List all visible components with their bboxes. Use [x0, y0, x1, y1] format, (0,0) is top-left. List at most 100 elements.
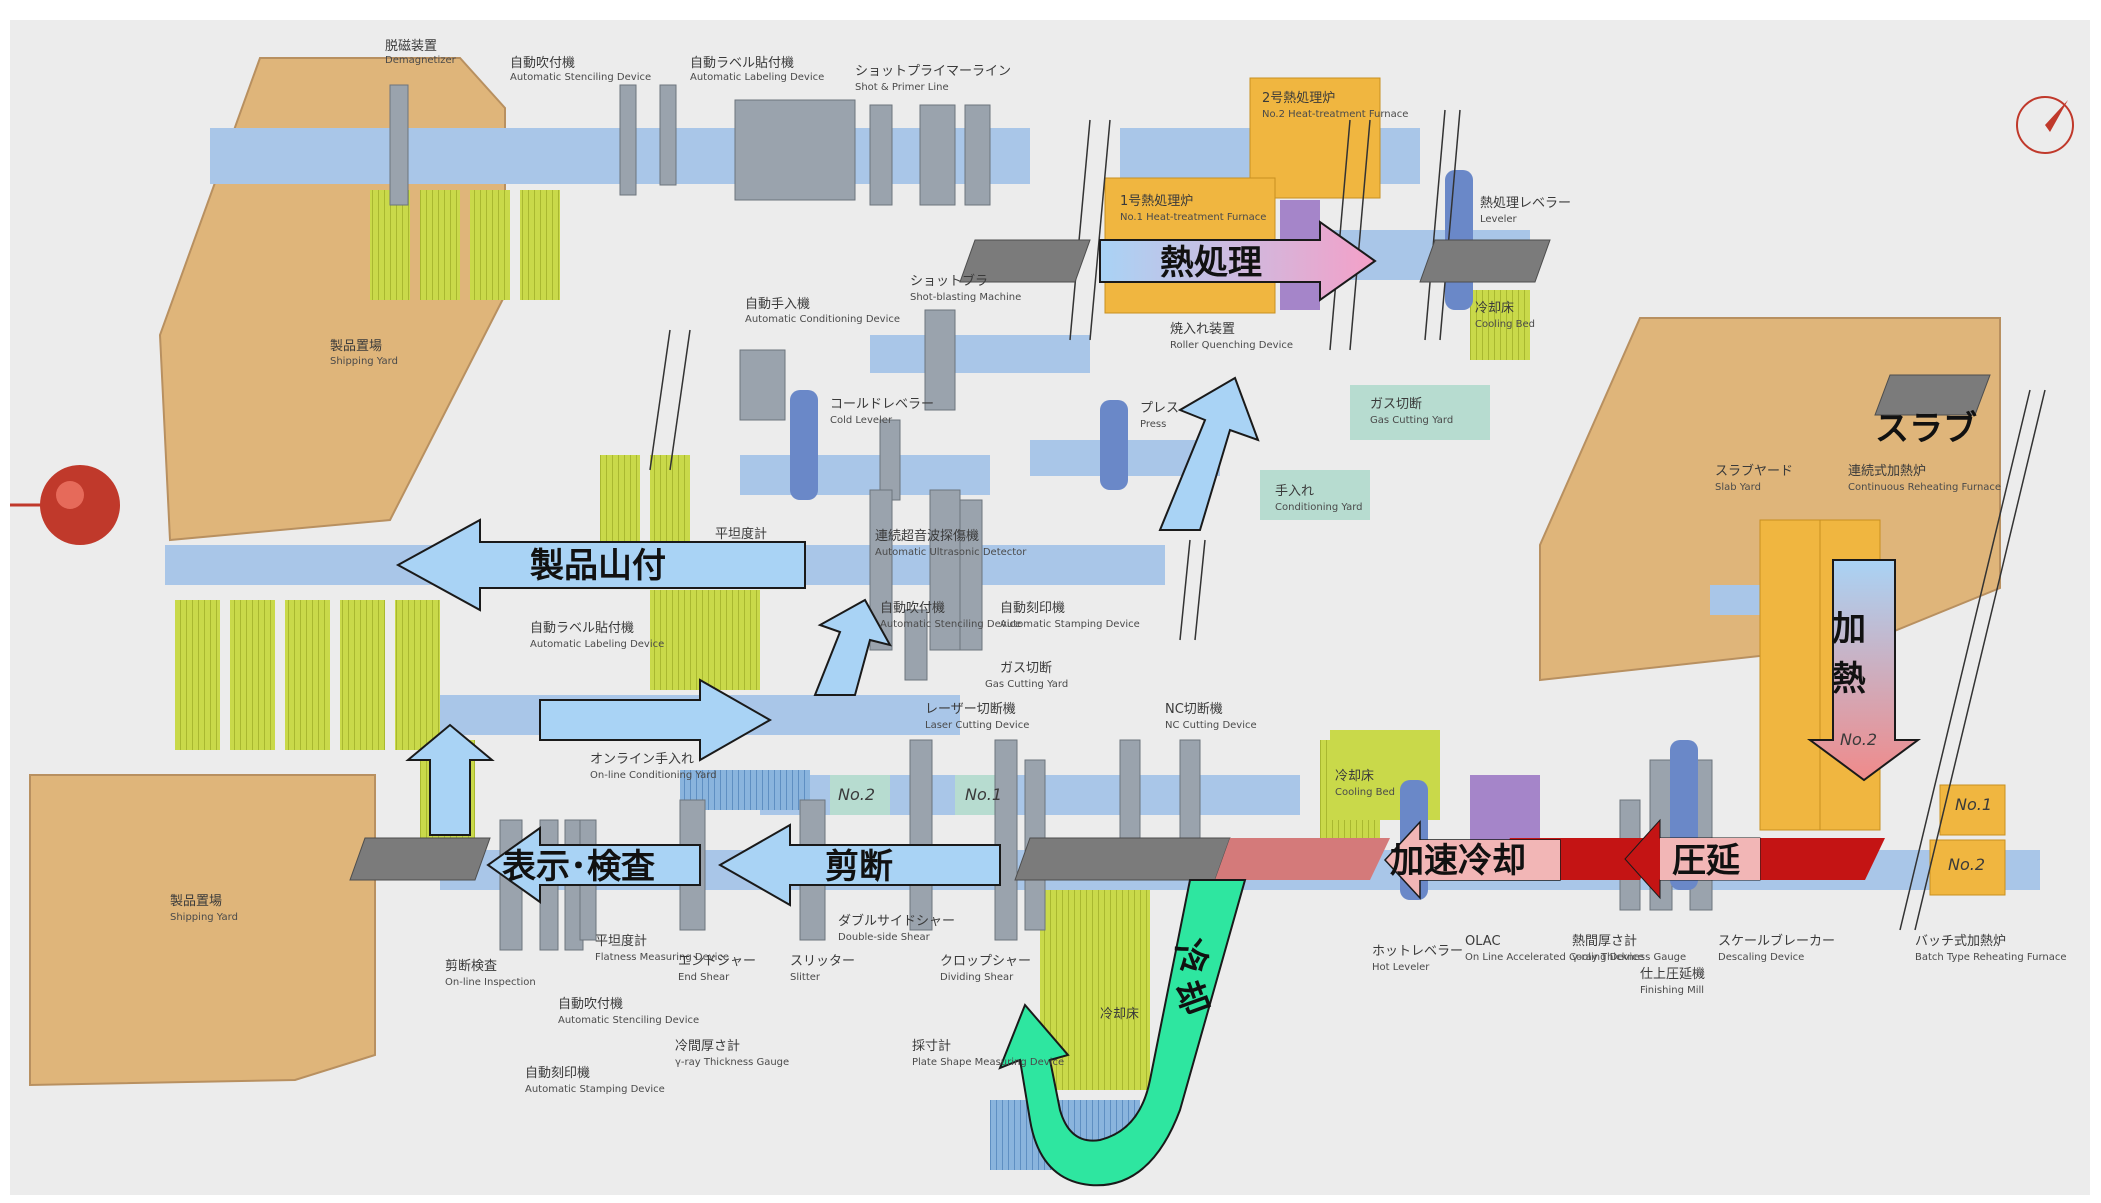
lbl-cooling-bed-bottom: 冷却床 [1100, 1007, 1139, 1022]
lbl-slitter: スリッター [790, 954, 855, 969]
lbl-ultrasonic: 連続超音波探傷機 [875, 528, 979, 544]
lbl-flatness-mid: 平坦度計 [715, 526, 767, 542]
lbl-heat-furnace-2: 2号熱処理炉 [1262, 91, 1335, 106]
lbl-double-side-shear: ダブルサイドシャー [838, 913, 955, 929]
lbl-auto-stamp-mid: 自動刻印機 [1000, 601, 1065, 616]
lbl-descaling-en: Descaling Device [1718, 952, 1804, 963]
lbl-auto-stencil-mid: 自動吹付機 [880, 601, 945, 616]
lbl-online-conditioning: オンライン手入れ [590, 752, 694, 767]
lbl-gamma-gauge-cold-en: γ-ray Thickness Gauge [675, 1057, 789, 1068]
lbl-gas-cutting-mid: ガス切断 [1000, 661, 1052, 676]
lbl-press-en: Press [1140, 419, 1166, 430]
lbl-roller-quenching: 焼入れ装置 [1170, 322, 1235, 337]
lbl-auto-label-top-en: Automatic Labeling Device [690, 72, 824, 83]
lbl-shipping-yard-top-en: Shipping Yard [330, 356, 398, 367]
lbl-cold-leveler: コールドレベラー [830, 397, 934, 412]
lbl-shot-primer-en: Shot & Primer Line [855, 82, 949, 93]
lbl-nc-cutting: NC切断機 [1165, 702, 1223, 717]
lbl-end-shear: エンドシャー [678, 954, 756, 969]
lbl-conditioning-yard: 手入れ [1275, 484, 1314, 499]
lbl-heat-furnace-2-en: No.2 Heat-treatment Furnace [1262, 109, 1408, 120]
flow-label-marking-inspection: 表示･検査 [502, 847, 655, 887]
marker-furnace-no1: No.1 [1955, 795, 1992, 814]
lbl-cooling-bed-hot: 冷却床 [1335, 769, 1374, 784]
lbl-demagnetizer: 脱磁装置 [385, 39, 437, 54]
lbl-cooling-bed-hot-en: Cooling Bed [1335, 787, 1395, 798]
lbl-dividing-shear: クロップシャー [940, 954, 1031, 969]
hot-slab-roll-b [1740, 838, 1885, 880]
hot-slab-accel [1215, 838, 1390, 880]
lbl-online-conditioning-en: On-line Conditioning Yard [590, 770, 717, 781]
lbl-auto-label-mid: 自動ラベル貼付機 [530, 621, 634, 636]
lbl-ultrasonic-en: Automatic Ultrasonic Detector [875, 547, 1027, 558]
lbl-auto-conditioning-en: Automatic Conditioning Device [745, 314, 900, 325]
shipping-yard-bottom [30, 775, 375, 1085]
lbl-auto-stencil-top-en: Automatic Stenciling Device [510, 72, 651, 83]
lbl-shipping-yard-top: 製品置場 [330, 339, 382, 354]
lbl-slitter-en: Slitter [790, 972, 821, 983]
lbl-online-inspection-en: On-line Inspection [445, 977, 536, 988]
slab-block-cooling [1015, 838, 1230, 880]
lbl-gas-cutting-yard: ガス切断 [1370, 397, 1422, 412]
flow-label-heating-1: 加 [1832, 609, 1866, 649]
lbl-shipping-yard-bottom: 製品置場 [170, 894, 222, 909]
lbl-hot-leveler-en: Hot Leveler [1372, 962, 1430, 973]
flow-label-heat-treatment: 熱処理 [1160, 243, 1262, 283]
lbl-gas-cutting-yard-en: Gas Cutting Yard [1370, 415, 1453, 426]
lbl-auto-label-mid-en: Automatic Labeling Device [530, 639, 664, 650]
lbl-shot-blasting: ショットブラ [910, 273, 988, 289]
lbl-plate-shape: 採寸計 [912, 1038, 951, 1054]
lbl-auto-stencil-bottom-en: Automatic Stenciling Device [558, 1015, 699, 1026]
lbl-slab-yard: スラブヤード [1715, 463, 1793, 479]
lbl-laser-cutting: レーザー切断機 [925, 702, 1016, 717]
marker-furnace-no2: No.2 [1948, 855, 1985, 874]
lbl-olac: OLAC [1465, 934, 1501, 949]
marker-shear-no1: No.1 [965, 785, 1002, 804]
lbl-cold-leveler-en: Cold Leveler [830, 415, 893, 426]
lbl-cooling-bed-top-en: Cooling Bed [1475, 319, 1535, 330]
lbl-nc-cutting-en: NC Cutting Device [1165, 720, 1257, 731]
slab-block-heat-right [1420, 240, 1550, 282]
lbl-batch-furnace-en: Batch Type Reheating Furnace [1915, 952, 2067, 963]
lbl-press: プレス [1140, 401, 1179, 416]
lbl-online-inspection: 剪断検査 [445, 958, 497, 974]
lbl-auto-conditioning: 自動手入機 [745, 297, 810, 312]
lbl-auto-label-top: 自動ラベル貼付機 [690, 56, 794, 71]
lbl-auto-stencil-bottom: 自動吹付機 [558, 997, 623, 1012]
line-shot-blast [870, 335, 1090, 373]
flow-label-rolling: 圧延 [1672, 841, 1741, 881]
lbl-flatness: 平坦度計 [595, 933, 647, 949]
lbl-gamma-gauge-cold: 冷間厚さ計 [675, 1038, 740, 1054]
lbl-plate-shape-en: Plate Shape Measuring Device [912, 1057, 1064, 1068]
lbl-continuous-furnace-en: Continuous Reheating Furnace [1848, 482, 2001, 493]
lbl-auto-stamp-bottom: 自動刻印機 [525, 1066, 590, 1081]
lbl-shot-blasting-en: Shot-blasting Machine [910, 292, 1021, 303]
lbl-conditioning-yard-en: Conditioning Yard [1275, 502, 1363, 513]
lbl-hot-leveler: ホットレベラー [1372, 944, 1463, 959]
lbl-finishing-mill-en: Finishing Mill [1640, 985, 1704, 996]
lbl-heat-furnace-1-en: No.1 Heat-treatment Furnace [1120, 212, 1266, 223]
lbl-auto-stamp-mid-en: Automatic Stamping Device [1000, 619, 1140, 630]
flow-label-slab: スラブ [1875, 409, 1977, 449]
lbl-end-shear-en: End Shear [678, 972, 730, 983]
slab-block-inspect [350, 838, 490, 880]
marker-shear-no2: No.2 [838, 785, 875, 804]
lbl-heat-furnace-1: 1号熱処理炉 [1120, 194, 1193, 209]
lbl-double-side-shear-en: Double-side Shear [838, 932, 931, 943]
lbl-finishing-mill: 仕上圧延機 [1640, 967, 1705, 982]
lbl-continuous-furnace: 連続式加熱炉 [1848, 464, 1926, 479]
lbl-auto-stencil-top: 自動吹付機 [510, 56, 575, 71]
lbl-heat-leveler: 熱処理レベラー [1480, 196, 1571, 211]
lbl-descaling: スケールブレーカー [1718, 933, 1835, 949]
flow-label-shearing: 剪断 [825, 847, 893, 887]
lbl-auto-stamp-bottom-en: Automatic Stamping Device [525, 1084, 665, 1095]
lbl-heat-leveler-en: Leveler [1480, 214, 1518, 225]
lbl-dividing-shear-en: Dividing Shear [940, 972, 1014, 983]
flow-label-heating-2: 熱 [1832, 659, 1866, 699]
lbl-gas-cutting-mid-en: Gas Cutting Yard [985, 679, 1068, 690]
flow-label-accel-cooling: 加速冷却 [1390, 841, 1526, 881]
lbl-laser-cutting-en: Laser Cutting Device [925, 720, 1029, 731]
lbl-shot-primer: ショットプライマーライン [855, 64, 1011, 79]
